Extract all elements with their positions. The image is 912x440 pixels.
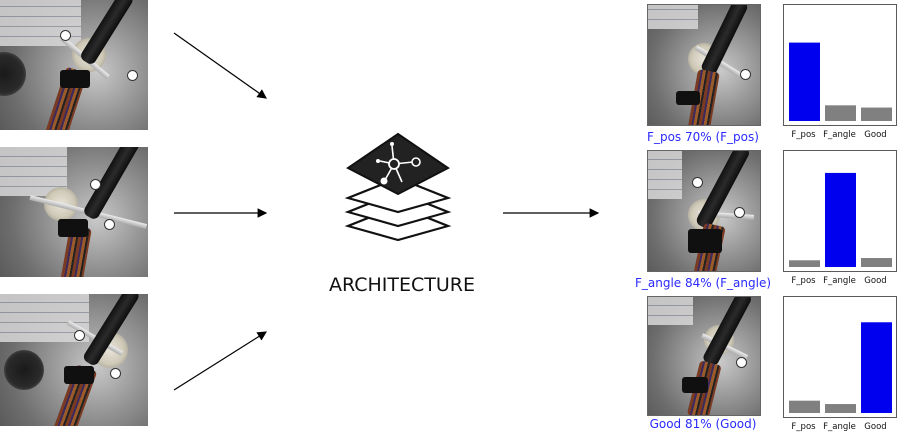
class-probability-chart-1 [783,4,897,126]
category-label: F_angle [823,422,856,432]
input-photo-2 [0,147,148,277]
category-labels: F_pos F_angle Good [791,130,886,140]
class-probability-chart-3 [783,296,897,418]
bar-good [861,322,892,413]
bar-f-angle [825,172,856,267]
architecture-label: ARCHITECTURE [329,274,476,296]
arrow-input-1 [173,32,267,99]
layers-network-icon [344,132,452,242]
output-caption-3: Good 81% (Good) [649,417,757,431]
bar-f-pos [789,400,820,413]
input-photo-1 [0,0,148,130]
category-labels: F_pos F_angle Good [791,276,886,286]
bar-good [861,107,892,121]
bar-f-angle [825,105,856,121]
category-label: F_pos [791,422,816,432]
category-label: Good [864,276,886,286]
class-probability-chart-2 [783,150,897,272]
output-photo-1 [647,4,761,126]
category-label: F_angle [823,130,856,140]
output-photo-2 [647,150,761,272]
category-label: F_pos [791,276,816,286]
category-label: Good [864,422,886,432]
bar-f-pos [789,260,820,267]
category-label: Good [864,130,886,140]
bar-f-angle [825,404,856,413]
input-photo-3 [0,294,148,426]
output-caption-2: F_angle 84% (F_angle) [634,276,772,290]
category-label: F_angle [823,276,856,286]
bar-f-pos [789,42,820,121]
category-labels: F_pos F_angle Good [791,422,886,432]
bar-good [861,258,892,267]
output-photo-3 [647,296,761,416]
output-caption-1: F_pos 70% (F_pos) [647,130,759,144]
arrow-input-3 [173,331,268,391]
category-label: F_pos [791,130,816,140]
